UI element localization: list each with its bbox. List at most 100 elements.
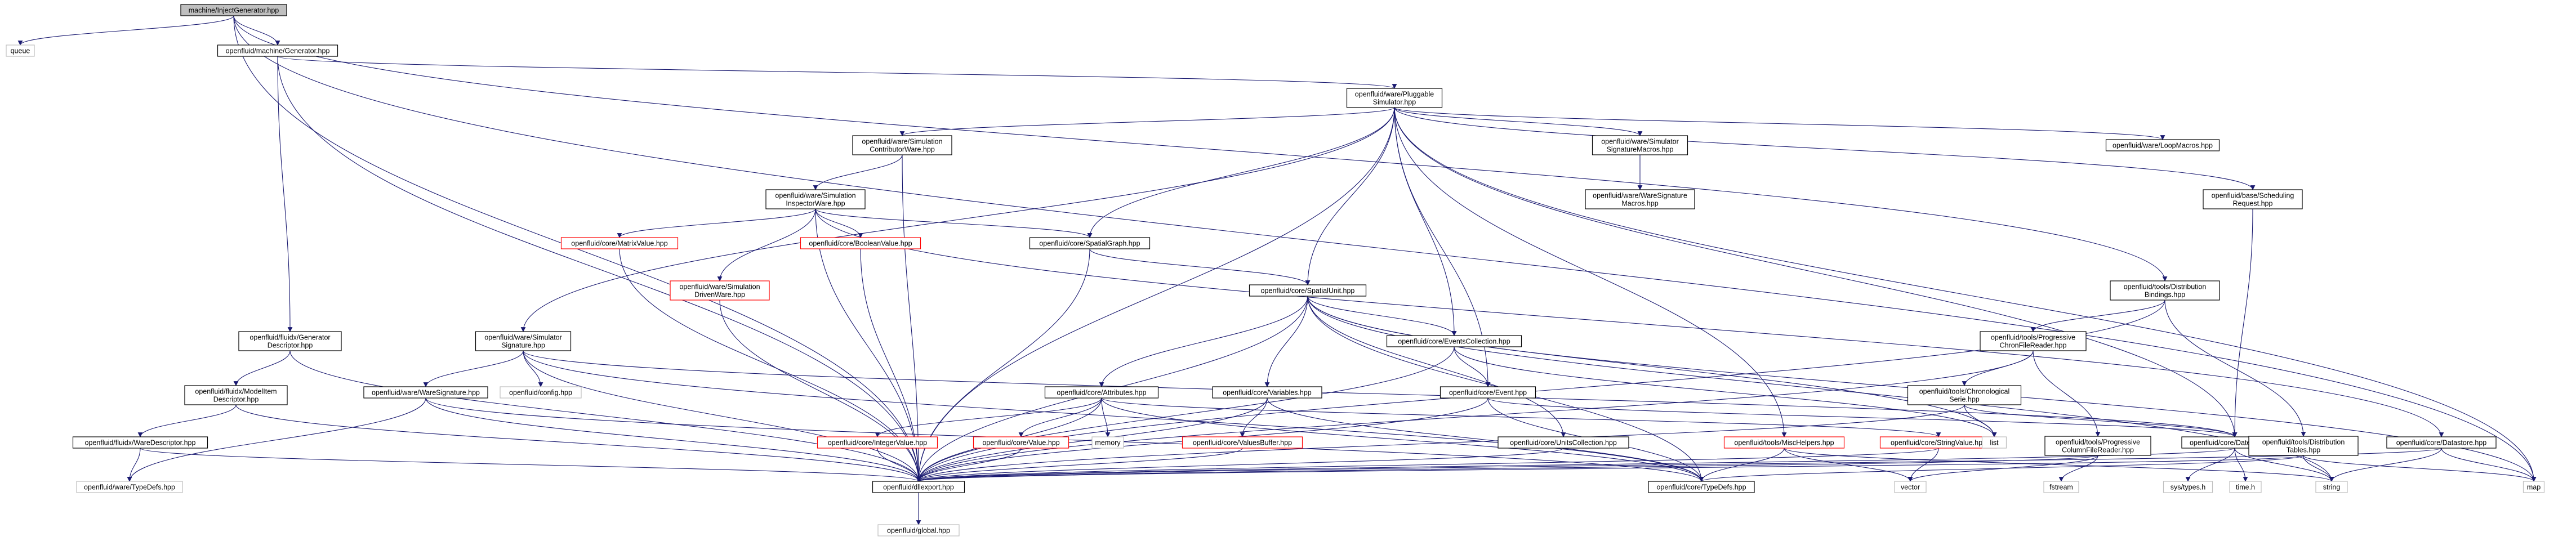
- node-label: sys/types.h: [2171, 484, 2206, 491]
- edge-datetime-to-timeh: [2234, 448, 2248, 482]
- edge-inspector-to-spatialgraph: [815, 208, 1093, 238]
- node-box: [217, 44, 338, 57]
- edge-stringval-to-dllexport: [916, 448, 1939, 482]
- edge-pluggable-to-contrib: [899, 107, 1395, 136]
- edge-spatialunit-to-evcoll: [1307, 296, 1457, 336]
- node-gen[interactable]: openfluid/machine/Generator.hpp: [217, 44, 338, 57]
- edge-progchrono-to-chronoserie: [1962, 350, 2034, 386]
- node-label: openfluid/ware/WareSignature.hpp: [372, 389, 480, 397]
- node-label: openfluid/core/UnitsCollection.hpp: [1510, 439, 1617, 447]
- node-label: openfluid/core/StringValue.hpp: [1891, 439, 1986, 447]
- edge-pluggable-to-simsig: [520, 107, 1395, 332]
- node-waredesc[interactable]: openfluid/fluidx/WareDescriptor.hpp: [72, 436, 208, 449]
- node-label: memory: [1095, 439, 1121, 447]
- node-box: [800, 237, 921, 249]
- edge-evcoll-to-event: [1454, 346, 1491, 387]
- node-root[interactable]: machine/InjectGenerator.hpp: [180, 4, 287, 16]
- edge-drivenware-to-dllexport: [719, 299, 921, 482]
- edge-spatialunit-to-unitscoll: [1307, 296, 1566, 437]
- node-box: [475, 331, 572, 351]
- edge-gen-to-dllexport: [277, 56, 921, 482]
- node-attributes[interactable]: openfluid/core/Attributes.hpp: [1044, 386, 1159, 399]
- edge-root-to-map: [233, 15, 2537, 482]
- node-label: list: [1990, 439, 1999, 447]
- node-dllexport[interactable]: openfluid/dllexport.hpp: [872, 481, 965, 493]
- edge-pluggable-to-mischelp: [1394, 107, 1787, 437]
- node-box: [2229, 481, 2262, 493]
- node-box: [2110, 280, 2220, 301]
- edge-contrib-to-dllexport: [902, 154, 921, 482]
- node-mischelp[interactable]: openfluid/tools/MiscHelpers.hpp: [1723, 436, 1845, 449]
- node-unitscoll[interactable]: openfluid/core/UnitsCollection.hpp: [1498, 436, 1629, 449]
- node-box: [1044, 386, 1159, 399]
- node-datastore[interactable]: openfluid/core/Datastore.hpp: [2386, 436, 2497, 449]
- node-event[interactable]: openfluid/core/Event.hpp: [1439, 386, 1536, 399]
- node-box: [500, 386, 582, 399]
- edge-simsig-to-config: [523, 350, 543, 387]
- node-label: openfluid/machine/Generator.hpp: [226, 47, 330, 55]
- edge-attributes-to-integer: [875, 397, 1102, 437]
- edge-chronoserie-to-list: [1964, 404, 1997, 437]
- node-box: [363, 386, 488, 399]
- node-label: openfluid/global.hpp: [887, 527, 950, 535]
- node-box: [765, 189, 866, 209]
- node-value[interactable]: openfluid/core/Value.hpp: [973, 436, 1069, 449]
- node-spatialgraph[interactable]: openfluid/core/SpatialGraph.hpp: [1029, 237, 1151, 249]
- edge-simsig-to-datetime: [523, 350, 2238, 437]
- node-label: openfluid/ware/LoopMacros.hpp: [2113, 142, 2213, 150]
- node-label: vector: [1901, 484, 1920, 491]
- node-fstream: fstream: [2043, 481, 2079, 493]
- node-matrix[interactable]: openfluid/core/MatrixValue.hpp: [560, 237, 679, 249]
- node-loopmacros[interactable]: openfluid/ware/LoopMacros.hpp: [2105, 139, 2220, 151]
- node-waresig[interactable]: openfluid/ware/WareSignature.hpp: [363, 386, 488, 399]
- node-box: [1091, 436, 1124, 449]
- node-integer[interactable]: openfluid/core/IntegerValue.hpp: [817, 436, 938, 449]
- node-box: [2203, 189, 2303, 209]
- node-box: [2105, 139, 2220, 151]
- node-coretypedefs[interactable]: openfluid/core/TypeDefs.hpp: [1648, 481, 1755, 493]
- node-memory: memory: [1091, 436, 1124, 449]
- node-evcoll[interactable]: openfluid/core/EventsCollection.hpp: [1386, 335, 1522, 347]
- edge-spatialunit-to-attributes: [1099, 296, 1308, 387]
- node-box: [2315, 481, 2348, 493]
- edge-attributes-to-memory: [1101, 397, 1111, 437]
- node-waretypedefs: openfluid/ware/TypeDefs.hpp: [76, 481, 183, 493]
- edge-chronoserie-to-datetime: [1964, 404, 2238, 437]
- node-box: [2522, 481, 2545, 493]
- node-variables[interactable]: openfluid/core/Variables.hpp: [1212, 386, 1322, 399]
- node-valuesbuf[interactable]: openfluid/core/ValuesBuffer.hpp: [1182, 436, 1303, 449]
- node-box: [1498, 436, 1629, 449]
- node-box: [817, 436, 938, 449]
- edge-chronoserie-to-dllexport: [916, 404, 1965, 482]
- node-box: [72, 436, 208, 449]
- edge-inspector-to-drivenware: [717, 208, 816, 281]
- edge-waresig-to-dllexport: [425, 397, 921, 482]
- edge-datastore-to-map: [2441, 448, 2537, 482]
- node-spatialunit[interactable]: openfluid/core/SpatialUnit.hpp: [1249, 284, 1367, 297]
- edge-unitscoll-to-dllexport: [916, 448, 1564, 482]
- node-label: fstream: [2049, 484, 2073, 491]
- node-label: openfluid/core/Event.hpp: [1449, 389, 1527, 397]
- node-boolean[interactable]: openfluid/core/BooleanValue.hpp: [800, 237, 921, 249]
- node-stringval[interactable]: openfluid/core/StringValue.hpp: [1879, 436, 1998, 449]
- edge-datastore-to-string: [2329, 448, 2442, 482]
- edge-distbind-to-disttables: [2164, 299, 2306, 437]
- node-box: [180, 4, 287, 16]
